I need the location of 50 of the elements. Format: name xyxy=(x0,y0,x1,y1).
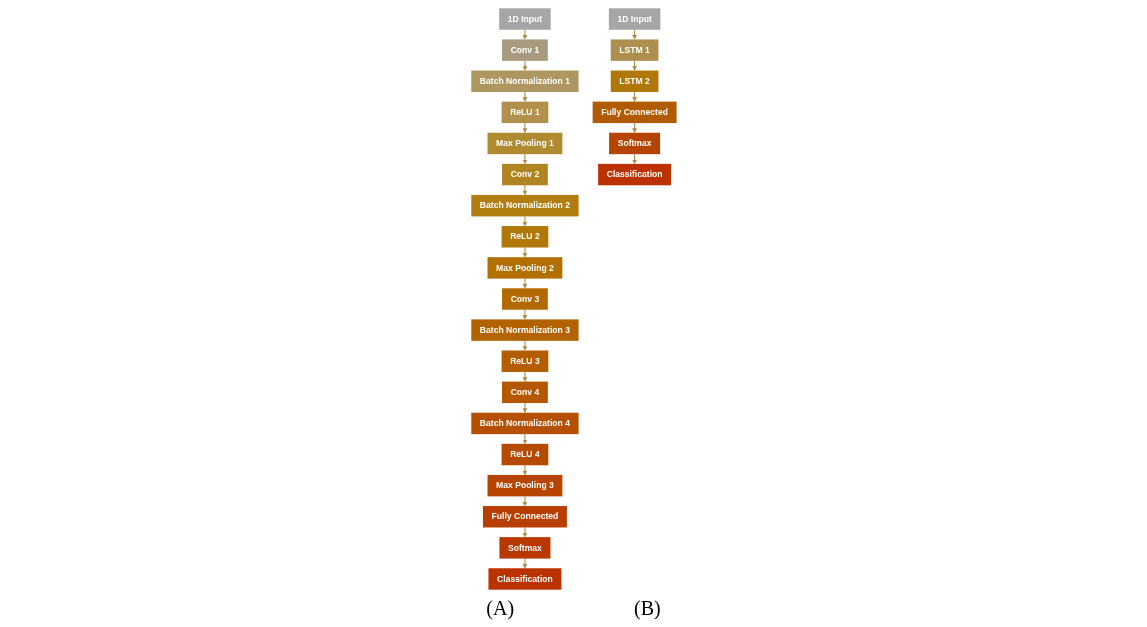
arrow xyxy=(522,122,527,133)
arrow xyxy=(522,184,527,195)
node-box: ReLU 3 xyxy=(501,350,548,372)
arrow xyxy=(522,370,527,382)
node-box: Fully Connected xyxy=(592,101,677,123)
node-box: Softmax xyxy=(499,536,550,559)
node-box: LSTM 2 xyxy=(610,70,658,92)
node-box: Classification xyxy=(488,567,561,590)
arrow xyxy=(522,308,527,320)
arrow xyxy=(631,90,637,102)
arrow xyxy=(522,464,527,475)
node-box: 1D Input xyxy=(498,7,551,30)
arrow xyxy=(631,153,637,164)
node-box: ReLU 1 xyxy=(501,101,548,123)
panel-label: (B) xyxy=(634,597,661,622)
node-box: Conv 2 xyxy=(501,163,548,185)
arrow xyxy=(522,246,527,257)
arrow xyxy=(631,28,637,40)
node-box: Conv 3 xyxy=(501,287,548,310)
node-box: Softmax xyxy=(608,132,660,154)
node-box: ReLU 2 xyxy=(501,225,548,247)
arrow xyxy=(522,28,527,40)
arrow xyxy=(522,433,527,444)
arrow xyxy=(522,402,527,413)
arrow xyxy=(522,215,527,226)
arrow xyxy=(631,122,637,133)
node-box: Batch Normalization 3 xyxy=(470,318,579,341)
node-box: Batch Normalization 1 xyxy=(470,70,579,92)
node-box: Max Pooling 2 xyxy=(487,256,562,279)
arrow xyxy=(522,59,527,71)
arrow xyxy=(522,90,527,102)
node-box: Conv 4 xyxy=(501,381,548,403)
node-box: Batch Normalization 2 xyxy=(470,194,579,216)
node-box: Classification xyxy=(597,163,671,185)
node-box: Max Pooling 3 xyxy=(487,474,562,496)
arrow xyxy=(631,59,637,71)
node-box: Conv 1 xyxy=(501,38,548,61)
node-box: LSTM 1 xyxy=(610,38,658,61)
arrow xyxy=(522,277,527,288)
arrow xyxy=(522,557,527,568)
node-box: Fully Connected xyxy=(482,505,567,527)
arrow xyxy=(522,153,527,164)
arrow xyxy=(522,339,527,351)
node-box: 1D Input xyxy=(608,7,660,30)
node-box: Max Pooling 1 xyxy=(487,132,562,154)
arrow xyxy=(522,495,527,506)
panel-label: (A) xyxy=(486,597,515,622)
arrow xyxy=(522,526,527,537)
node-box: ReLU 4 xyxy=(501,443,548,465)
node-box: Batch Normalization 4 xyxy=(470,412,579,434)
